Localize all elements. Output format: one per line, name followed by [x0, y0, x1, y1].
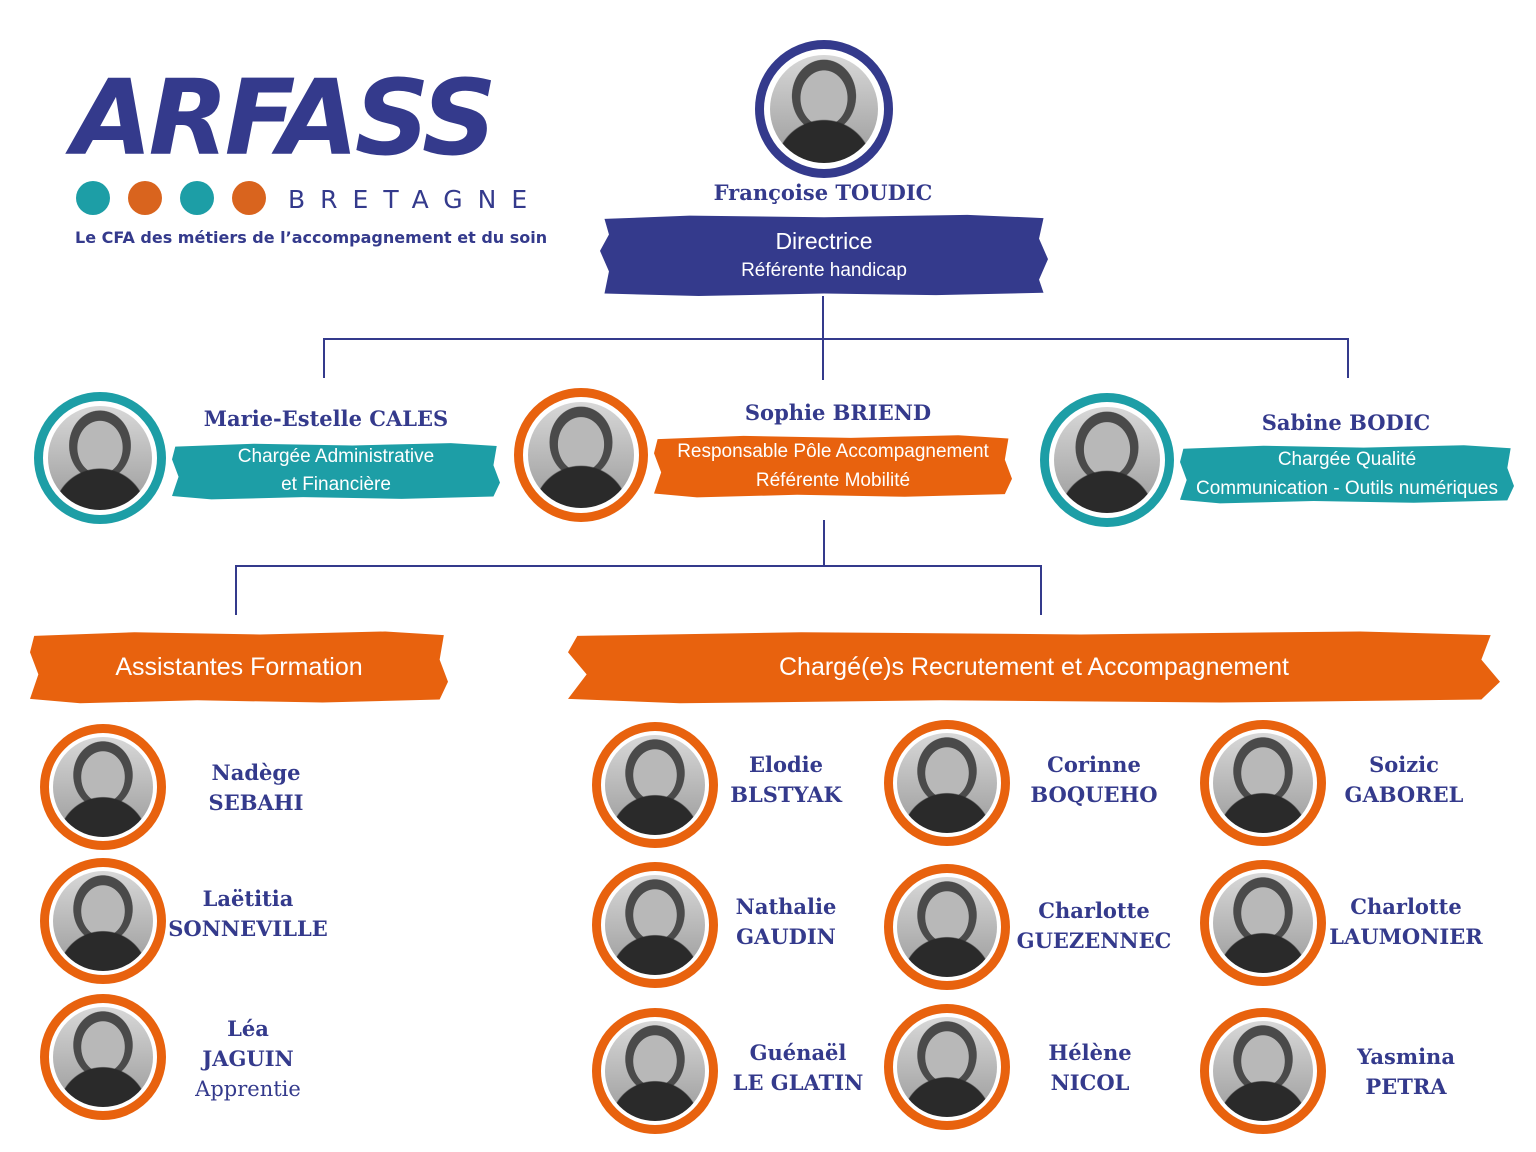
member-first-name: Hélène: [1048, 1040, 1132, 1065]
member-photo-boqueho: [884, 720, 1010, 846]
logo-dot-1: [76, 181, 110, 215]
logo-dot-2: [128, 181, 162, 215]
member-photo-guezennec: [884, 864, 1010, 990]
director-name: Françoise TOUDIC: [713, 180, 933, 205]
member-name: Yasmina PETRA: [1306, 1042, 1506, 1102]
logo-tagline: Le CFA des métiers de l’accompagnement e…: [75, 228, 548, 247]
member-last-name: BOQUEHO: [1030, 782, 1158, 807]
member-name: Charlotte LAUMONIER: [1306, 892, 1506, 952]
manager-banner-briend: Responsable Pôle Accompagnement Référent…: [654, 435, 1012, 498]
logo-dot-4: [232, 181, 266, 215]
manager-banner-cales: Chargée Administrative et Financière: [172, 443, 500, 500]
member-first-name: Corinne: [1047, 752, 1141, 777]
member-first-name: Laëtitia: [202, 886, 294, 911]
member-last-name: GABOREL: [1344, 782, 1464, 807]
member-name: Charlotte GUEZENNEC: [994, 896, 1194, 956]
director-role: Directrice: [775, 228, 873, 254]
member-photo-gaborel: [1200, 720, 1326, 846]
manager-role: Chargée Administrative: [237, 446, 435, 467]
team-banner-recrutement: Chargé(e)s Recrutement et Accompagnement: [568, 631, 1500, 704]
connector-teams-horizontal: [235, 565, 1042, 567]
member-photo-jaguin: [40, 994, 166, 1120]
member-name: Elodie BLSTYAK: [686, 750, 886, 810]
manager-banner-bodic: Chargée Qualité Communication - Outils n…: [1180, 445, 1514, 504]
director-role-secondary: Référente handicap: [741, 260, 907, 281]
connector-team-left: [235, 565, 237, 615]
connector-team-right: [1040, 565, 1042, 615]
member-first-name: Charlotte: [1350, 894, 1462, 919]
member-photo-sebahi: [40, 724, 166, 850]
member-first-name: Léa: [227, 1016, 269, 1041]
member-name: Laëtitia SONNEVILLE: [148, 884, 348, 944]
member-photo-nicol: [884, 1004, 1010, 1130]
manager-photo-briend: [514, 388, 648, 522]
member-first-name: Yasmina: [1357, 1044, 1455, 1069]
member-photo-sonneville: [40, 858, 166, 984]
manager-photo-bodic: [1040, 393, 1174, 527]
member-last-name: SEBAHI: [208, 790, 304, 815]
connector-left-manager: [323, 338, 325, 378]
connector-managers-horizontal: [323, 338, 1349, 340]
member-first-name: Nathalie: [735, 894, 837, 919]
member-last-name: GUEZENNEC: [1016, 928, 1172, 953]
manager-name: Sabine BODIC: [1261, 410, 1431, 435]
member-first-name: Guénaël: [749, 1040, 847, 1065]
manager-photo-cales: [34, 392, 166, 524]
member-first-name: Nadège: [211, 760, 301, 785]
member-name: Soizic GABOREL: [1304, 750, 1504, 810]
member-name: Nathalie GAUDIN: [686, 892, 886, 952]
manager-role-secondary: Communication - Outils numériques: [1195, 478, 1498, 499]
logo-dot-3: [180, 181, 214, 215]
member-first-name: Elodie: [748, 752, 823, 777]
member-photo-gaudin: [592, 862, 718, 988]
member-photo-le-glatin: [592, 1008, 718, 1134]
member-first-name: Charlotte: [1038, 898, 1150, 923]
manager-role-secondary: et Financière: [281, 474, 391, 495]
logo-region: BRETAGNE: [288, 185, 543, 214]
connector-right-manager: [1347, 338, 1349, 378]
team-title: Assistantes Formation: [115, 652, 363, 681]
manager-name: Sophie BRIEND: [744, 400, 932, 425]
member-name: Corinne BOQUEHO: [994, 750, 1194, 810]
member-last-name: JAGUIN: [202, 1046, 294, 1071]
member-photo-petra: [1200, 1008, 1326, 1134]
member-last-name: GAUDIN: [736, 924, 836, 949]
member-first-name: Soizic: [1369, 752, 1439, 777]
member-last-name: LAUMONIER: [1329, 924, 1483, 949]
member-last-name: PETRA: [1365, 1074, 1447, 1099]
manager-role-secondary: Référente Mobilité: [755, 470, 911, 491]
member-last-name: BLSTYAK: [730, 782, 842, 807]
director-photo: [755, 40, 893, 178]
member-last-name: NICOL: [1050, 1070, 1130, 1095]
connector-sophie-down: [823, 520, 825, 566]
member-name: Nadège SEBAHI: [156, 758, 356, 818]
member-last-name: LE GLATIN: [732, 1070, 864, 1095]
team-banner-assistantes: Assistantes Formation: [30, 631, 448, 704]
director-banner: Directrice Référente handicap: [600, 214, 1048, 296]
manager-role: Responsable Pôle Accompagnement: [677, 441, 989, 462]
member-last-name: SONNEVILLE: [168, 916, 328, 941]
member-note: Apprentie: [195, 1077, 301, 1101]
member-name: Léa JAGUIN Apprentie: [148, 1014, 348, 1104]
team-title: Chargé(e)s Recrutement et Accompagnement: [779, 652, 1289, 681]
member-name: Guénaël LE GLATIN: [698, 1038, 898, 1098]
member-photo-laumonier: [1200, 860, 1326, 986]
member-name: Hélène NICOL: [990, 1038, 1190, 1098]
logo-wordmark: ARFASS: [72, 57, 497, 179]
manager-role: Chargée Qualité: [1277, 449, 1417, 470]
manager-name: Marie-Estelle CALES: [203, 406, 449, 431]
member-photo-blstyak: [592, 722, 718, 848]
